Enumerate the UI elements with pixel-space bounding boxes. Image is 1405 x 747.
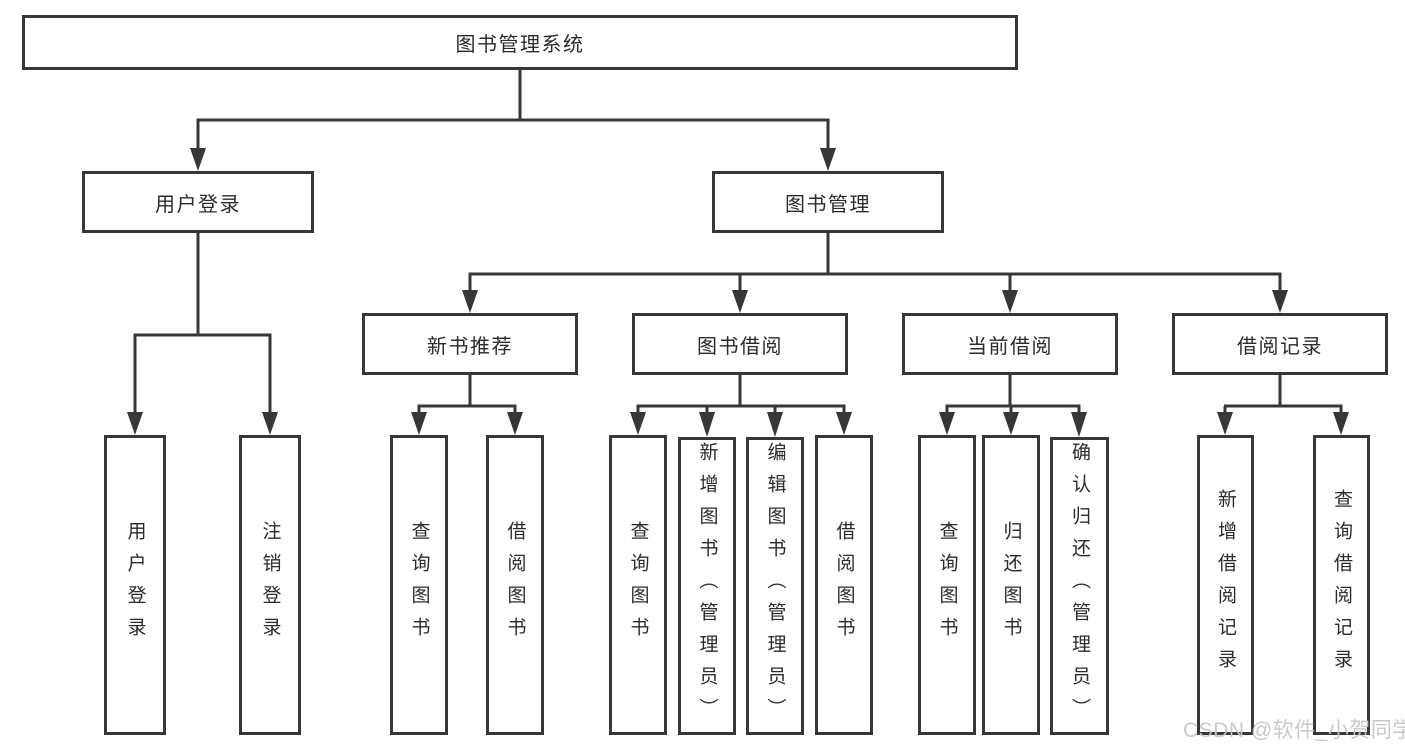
node-label: 用户登录	[155, 193, 241, 216]
node-return-book: 归还图书	[982, 435, 1040, 735]
node-query-books-current: 查询图书	[918, 435, 976, 735]
node-label: 确认归还（管理员）	[1069, 442, 1090, 730]
node-confirm-return-admin: 确认归还（管理员）	[1050, 437, 1109, 735]
node-label: 用户登录	[124, 521, 146, 649]
node-label: 查询图书	[408, 521, 430, 649]
node-current-borrowing: 当前借阅	[902, 313, 1118, 375]
node-borrowing-records: 借阅记录	[1172, 313, 1388, 375]
node-label: 查询图书	[627, 521, 649, 649]
node-label: 新增图书（管理员）	[696, 442, 718, 730]
node-label: 图书借阅	[697, 335, 783, 358]
node-label: 查询借阅记录	[1331, 489, 1352, 681]
node-new-book-recommendation: 新书推荐	[362, 313, 578, 375]
node-label: 注销登录	[259, 521, 281, 649]
node-query-books-recommend: 查询图书	[390, 435, 448, 735]
node-label: 借阅记录	[1237, 335, 1323, 358]
node-label: 归还图书	[1000, 521, 1022, 649]
node-label: 图书管理系统	[455, 34, 585, 56]
node-label: 新增借阅记录	[1215, 489, 1236, 681]
node-user-login: 用户登录	[82, 171, 314, 233]
node-edit-book-admin: 编辑图书（管理员）	[746, 437, 804, 735]
node-label: 新书推荐	[427, 335, 513, 358]
node-label: 图书管理	[785, 193, 871, 216]
node-add-book-admin: 新增图书（管理员）	[678, 437, 736, 735]
node-query-borrow-record: 查询借阅记录	[1313, 435, 1370, 735]
node-label: 借阅图书	[833, 521, 855, 649]
node-book-management: 图书管理	[712, 171, 944, 233]
node-query-books-borrow: 查询图书	[609, 435, 667, 735]
node-root: 图书管理系统	[22, 15, 1018, 70]
node-book-borrowing: 图书借阅	[632, 313, 848, 375]
node-label: 借阅图书	[504, 521, 526, 649]
node-label: 当前借阅	[967, 335, 1053, 358]
node-add-borrow-record: 新增借阅记录	[1197, 435, 1254, 735]
node-borrow-books-action: 借阅图书	[815, 435, 873, 735]
node-label: 查询图书	[936, 521, 958, 649]
node-user-login-action: 用户登录	[104, 435, 166, 735]
node-borrow-books-recommend: 借阅图书	[486, 435, 544, 735]
node-label: 编辑图书（管理员）	[764, 442, 786, 730]
node-logout-action: 注销登录	[239, 435, 301, 735]
